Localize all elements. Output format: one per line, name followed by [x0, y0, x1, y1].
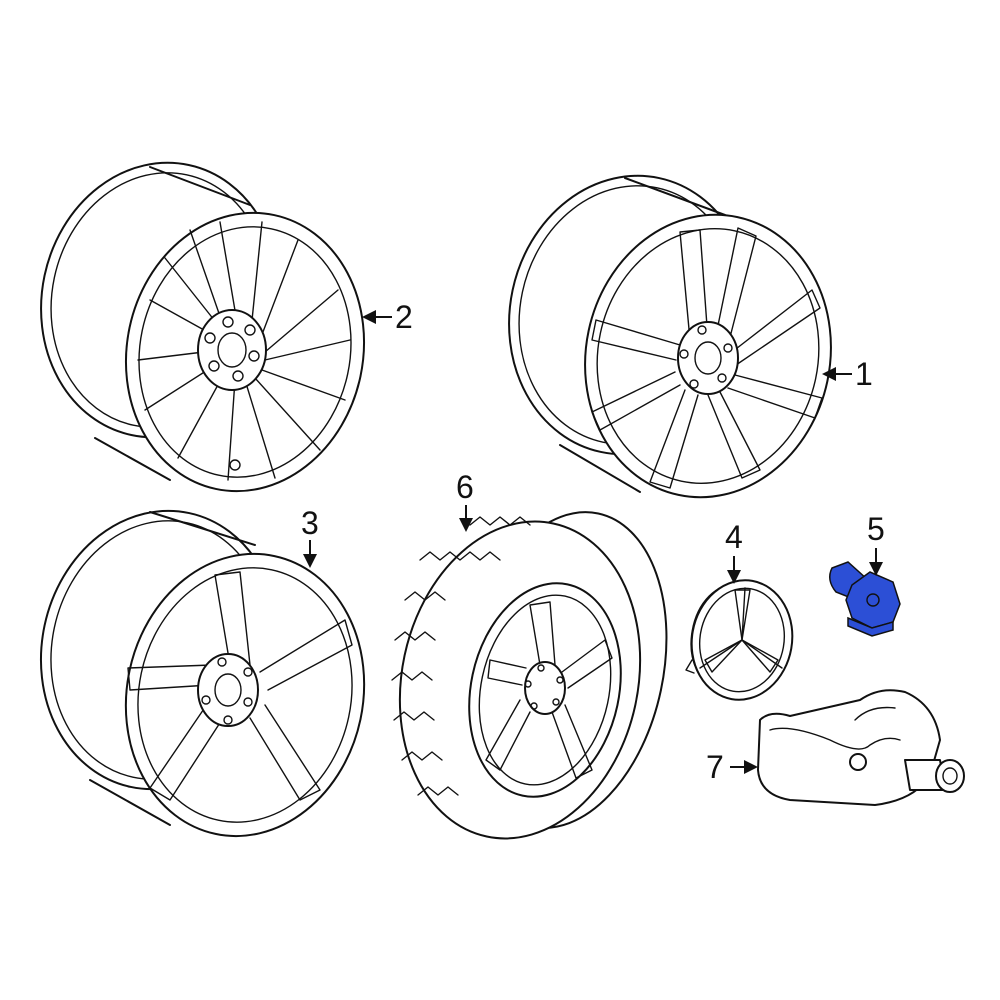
- callout-label-3: 3: [301, 505, 319, 541]
- tpms-sensor[interactable]: [757, 689, 965, 806]
- center-cap[interactable]: [682, 572, 801, 708]
- wheel-1[interactable]: [484, 153, 857, 520]
- wheel-6-tire[interactable]: [371, 493, 694, 861]
- callout-7[interactable]: 7: [706, 749, 758, 785]
- callout-6[interactable]: 6: [456, 469, 474, 532]
- callout-2[interactable]: 2: [362, 299, 413, 335]
- callout-4[interactable]: 4: [725, 519, 743, 584]
- callout-3[interactable]: 3: [301, 505, 319, 568]
- callout-label-4: 4: [725, 519, 743, 555]
- callout-1[interactable]: 1: [822, 356, 873, 392]
- lug-bolt[interactable]: [829, 561, 901, 637]
- callout-label-1: 1: [855, 356, 873, 392]
- callout-label-6: 6: [456, 469, 474, 505]
- callout-label-7: 7: [706, 749, 724, 785]
- wheel-2[interactable]: [16, 140, 390, 513]
- callout-label-2: 2: [395, 299, 413, 335]
- callout-5[interactable]: 5: [867, 511, 885, 576]
- wheel-3[interactable]: [15, 489, 389, 859]
- callout-label-5: 5: [867, 511, 885, 547]
